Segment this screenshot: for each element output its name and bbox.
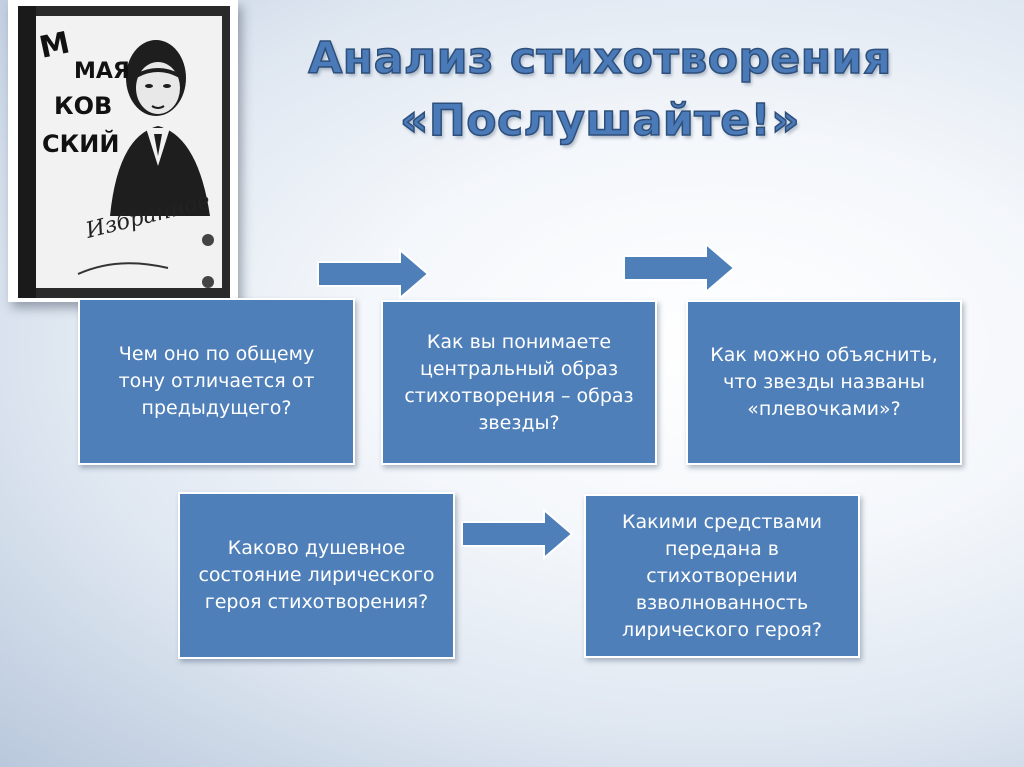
question-text-4: Каково душевное состояние лирического ге… [198,537,435,613]
question-box-4: Каково душевное состояние лирического ге… [178,492,455,659]
cover-author-line-3: СКИЙ [42,129,119,158]
book-cover-image: М МАЯ КОВ СКИЙ Избранное [8,0,238,302]
question-box-2: Как вы понимаете центральный образ стихо… [381,300,657,465]
cover-author-line-1: МАЯ [74,59,130,84]
title-line-1: Анализ стихотворения [307,32,892,85]
svg-text:М: М [36,25,72,65]
question-text-2: Как вы понимаете центральный образ стихо… [404,330,634,434]
slide-title: Анализ стихотворения «Послушайте!» [260,28,940,152]
question-text-5: Какими средствами передана в стихотворен… [621,510,823,641]
mayakovsky-portrait: М МАЯ КОВ СКИЙ Избранное [18,6,230,298]
question-box-1: Чем оно по общему тону отличается от пре… [78,298,355,465]
question-box-3: Как можно объяснить, что звезды названы … [686,300,962,465]
title-line-2: «Послушайте!» [399,94,801,147]
cover-author-line-2: КОВ [54,92,112,120]
arrow-right-icon [623,242,736,294]
question-text-3: Как можно объяснить, что звезды названы … [710,344,938,420]
arrow-right-icon [461,508,574,560]
question-box-5: Какими средствами передана в стихотворен… [584,494,860,658]
arrow-right-icon [317,248,430,300]
question-text-1: Чем оно по общему тону отличается от пре… [118,343,315,419]
